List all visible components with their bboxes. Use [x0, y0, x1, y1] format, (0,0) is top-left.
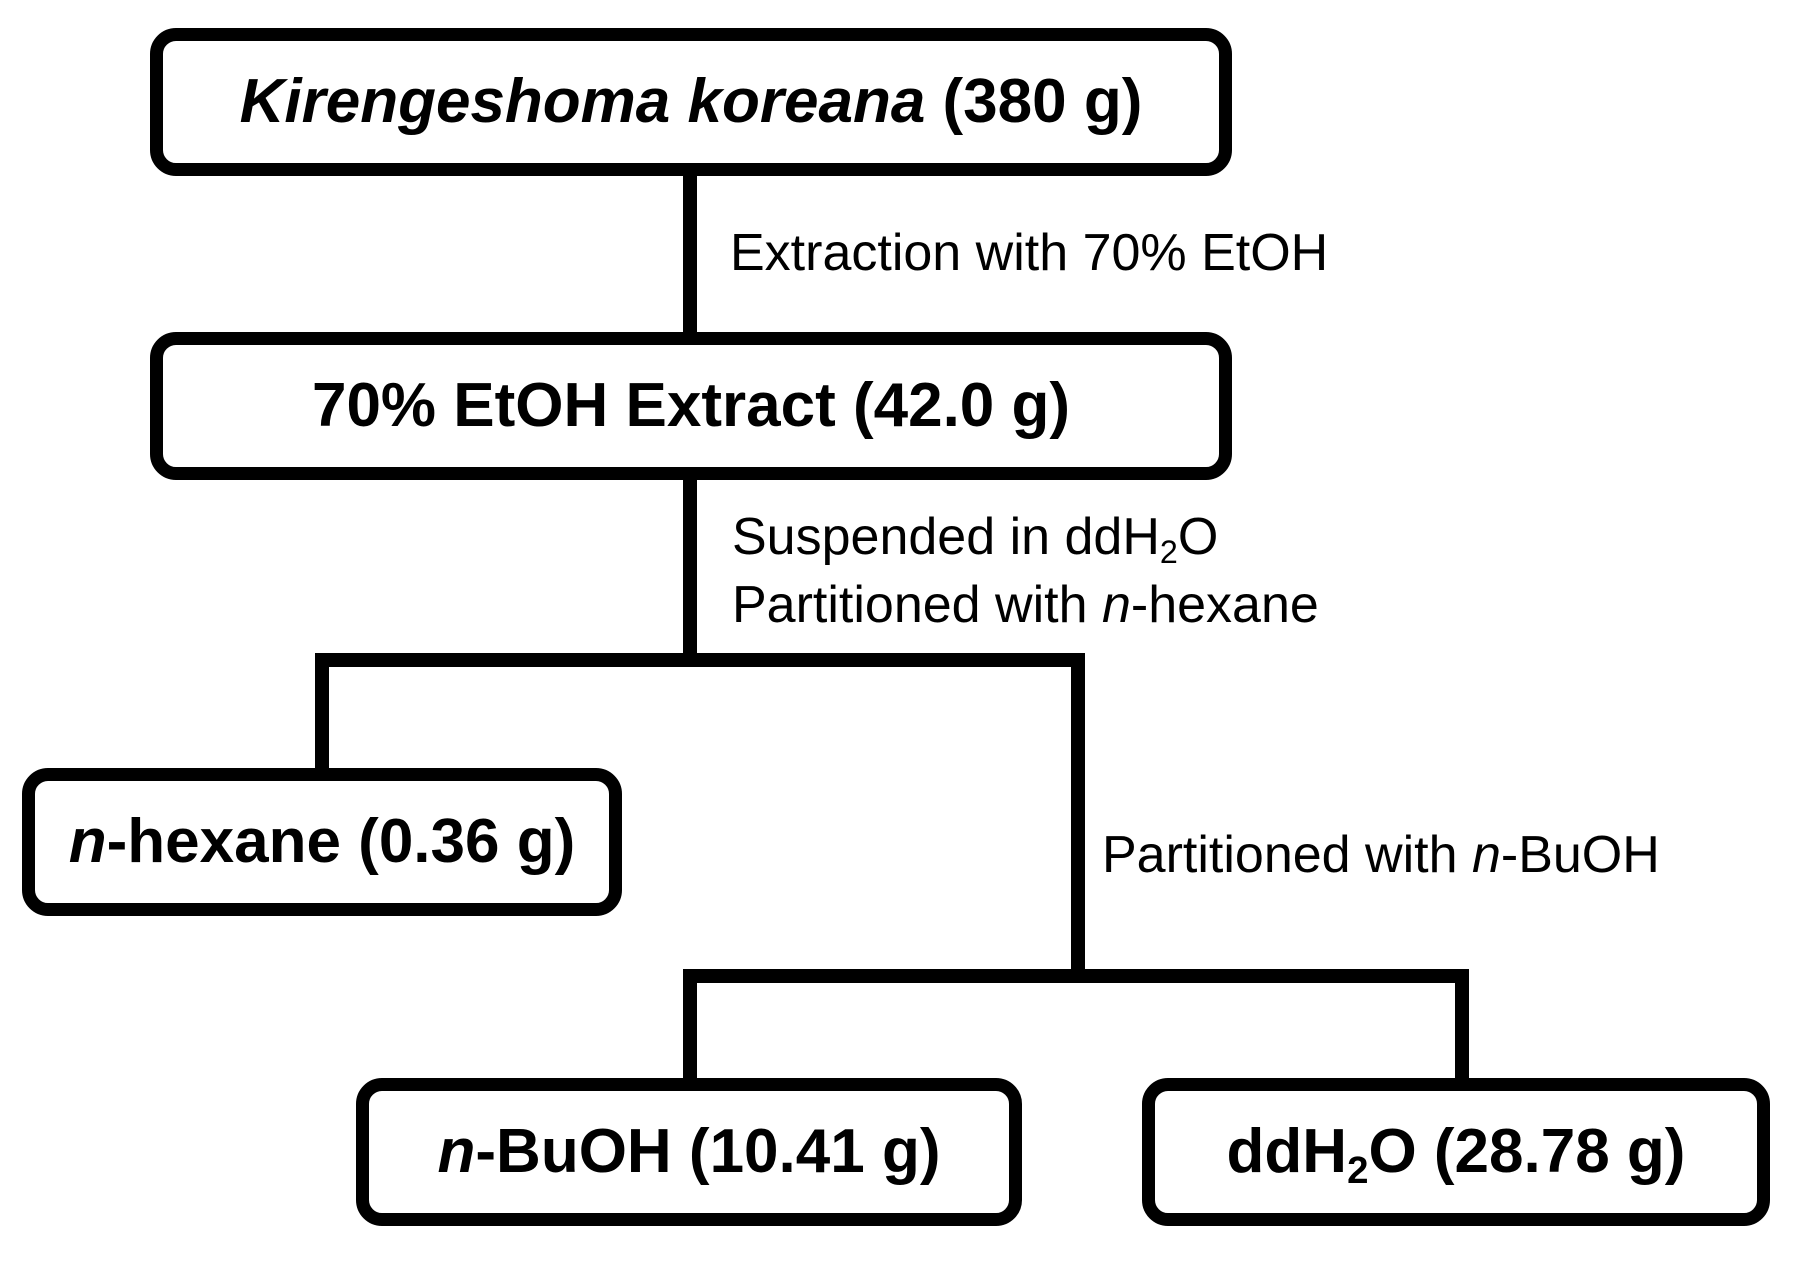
step-partition-buoh-label: Partitioned with n-BuOH [1102, 826, 1660, 884]
step-suspended-label: Suspended in ddH2O [732, 508, 1219, 571]
hexane-fraction-label: n-hexane (0.36 g) [68, 807, 576, 876]
step-extraction-label: Extraction with 70% EtOH [730, 224, 1329, 282]
water-fraction-node: ddH2O (28.78 g) [1142, 1078, 1770, 1226]
extract-node: 70% EtOH Extract (42.0 g) [150, 332, 1232, 480]
buoh-fraction-label: n-BuOH (10.41 g) [437, 1117, 941, 1186]
buoh-fraction-node: n-BuOH (10.41 g) [356, 1078, 1022, 1226]
subscript-two: 2 [1159, 534, 1178, 571]
step-partition-hexane-label: Partitioned with n-hexane [732, 576, 1319, 634]
connector-first-split [315, 653, 1085, 970]
source-mass: (380 g) [925, 67, 1143, 136]
source-species-label: Kirengeshoma koreana (380 g) [240, 71, 1143, 133]
source-node: Kirengeshoma koreana (380 g) [150, 28, 1232, 176]
connector-second-split [683, 969, 1469, 1084]
source-species-name: Kirengeshoma koreana [239, 67, 926, 136]
subscript-two: 2 [1347, 1148, 1369, 1192]
extract-label: 70% EtOH Extract (42.0 g) [311, 371, 1071, 440]
hexane-fraction-node: n-hexane (0.36 g) [22, 768, 622, 916]
water-fraction-label: ddH2O (28.78 g) [1226, 1117, 1686, 1192]
